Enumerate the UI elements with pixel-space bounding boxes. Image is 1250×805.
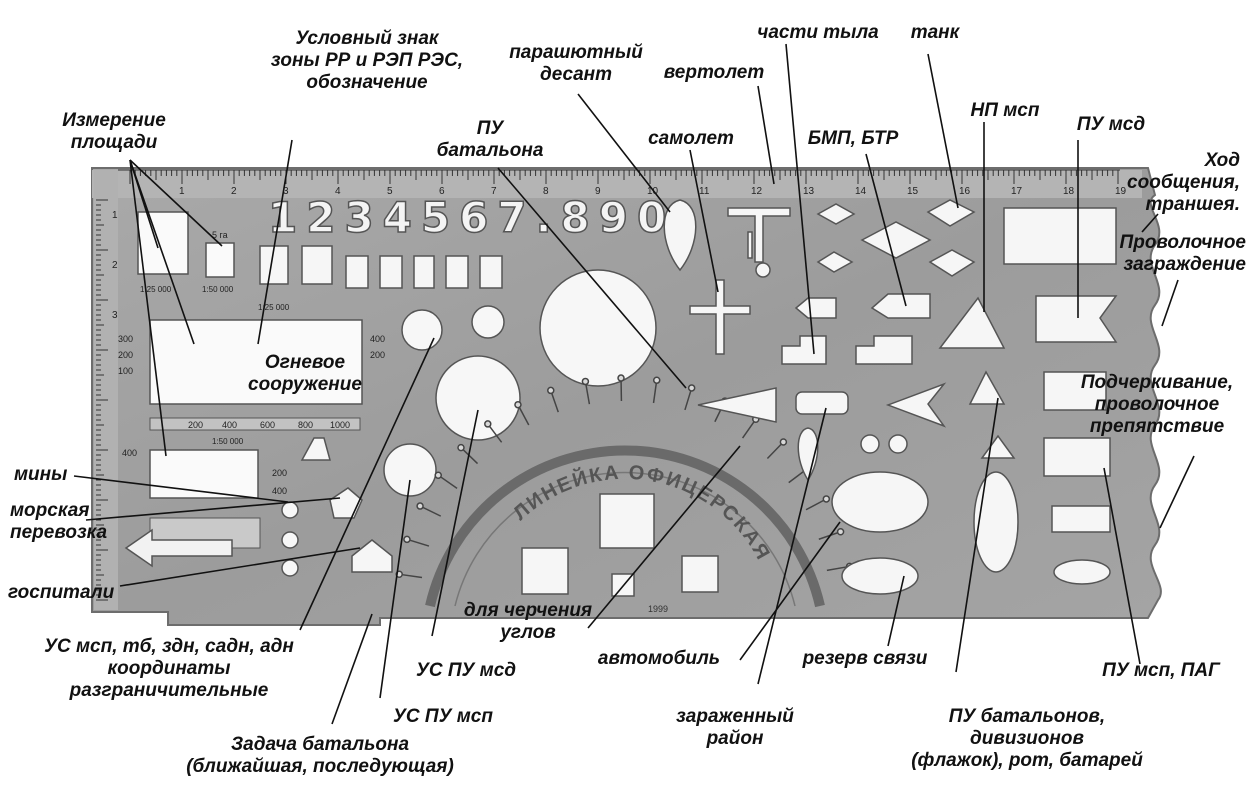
protractor-dot [458,445,464,451]
top-scale-number: 14 [855,186,867,197]
scale-label-2: 1:50 000 [202,285,234,294]
svg-text:600: 600 [260,420,275,430]
svg-text:200: 200 [118,350,133,360]
label-hospitals: госпитали [8,582,114,604]
protractor-dot [404,536,410,542]
label-pu-battalions: ПУ батальонов, дивизионов (флажок), рот,… [882,706,1172,772]
top-scale-number: 2 [231,186,237,197]
svg-text:100: 100 [118,366,133,376]
svg-text:400: 400 [370,334,385,344]
top-scale-number: 11 [699,186,710,197]
label-helicopter: вертолет [654,62,774,84]
protractor-dot [654,377,660,383]
protractor-dot [515,402,521,408]
label-wire: Проволочное заграждение [1100,232,1246,276]
label-pu-batt: ПУ батальона [420,118,560,162]
protractor-dot [582,378,588,384]
label-task: Задача батальона (ближайшая, последующая… [150,734,490,778]
label-fire-struct: Огневое сооружение [230,352,380,396]
protractor-dot [618,375,624,381]
protractor-dot [689,385,695,391]
label-angles: для черчения углов [448,600,608,644]
label-bmp: БМП, БТР [798,128,908,150]
label-paratroop: парашютный десант [496,42,656,86]
top-scale-number: 16 [959,186,971,197]
label-reserve: резерв связи [790,648,940,670]
svg-text:400: 400 [272,486,287,496]
label-us-pu-msp: УС ПУ мсп [378,706,508,728]
svg-text:200: 200 [272,468,287,478]
top-scale-number: 12 [751,186,763,197]
label-pu-msd: ПУ мсд [1066,114,1156,136]
scale-label-4: 1:50 000 [212,437,244,446]
label-measure-area: Измерение площади [44,110,184,154]
protractor-dot [485,421,491,427]
label-sea: морская перевозка [10,500,107,544]
top-scale-number: 15 [907,186,919,197]
protractor-dot [780,439,786,445]
left-scale-number: 1 [112,210,118,221]
label-airplane: самолет [636,128,746,150]
label-contaminated: зараженный район [660,706,810,750]
label-us-pu-msd: УС ПУ мсд [406,660,526,682]
protractor-dot [548,387,554,393]
svg-text:400: 400 [222,420,237,430]
top-scale-number: 18 [1063,186,1075,197]
left-scale-number: 2 [112,260,118,271]
protractor-dot [417,503,423,509]
label-pu-msp-pag: ПУ мсп, ПАГ [1086,660,1236,682]
svg-text:800: 800 [298,420,313,430]
top-scale-number: 1 [179,186,185,197]
label-tank: танк [900,22,970,44]
svg-text:200: 200 [188,420,203,430]
protractor-dot [823,496,829,502]
left-scale-number: 3 [112,310,118,321]
top-scale-number: 17 [1011,186,1023,197]
stencil-digits: 1234567.890 [268,193,675,242]
label-us-msp: УС мсп, тб, здн, садн, адн координаты ра… [24,636,314,702]
protractor-dot [838,529,844,535]
protractor-dot [435,472,441,478]
label-mines: мины [14,464,67,486]
year-mark: 1999 [648,604,668,614]
svg-text:400: 400 [122,448,137,458]
label-underline: Подчеркивание, проволочное препятствие [1064,372,1250,438]
label-sign-zone: Условный знак зоны РР и РЭП РЭС, обознач… [262,28,472,94]
label-trench: Ход сообщения, траншея. [1108,150,1240,216]
label-rear: части тыла [748,22,888,44]
label-np-msp: НП мсп [960,100,1050,122]
label-car: автомобиль [584,648,734,670]
svg-text:1000: 1000 [330,420,350,430]
top-scale-number: 13 [803,186,815,197]
svg-text:300: 300 [118,334,133,344]
